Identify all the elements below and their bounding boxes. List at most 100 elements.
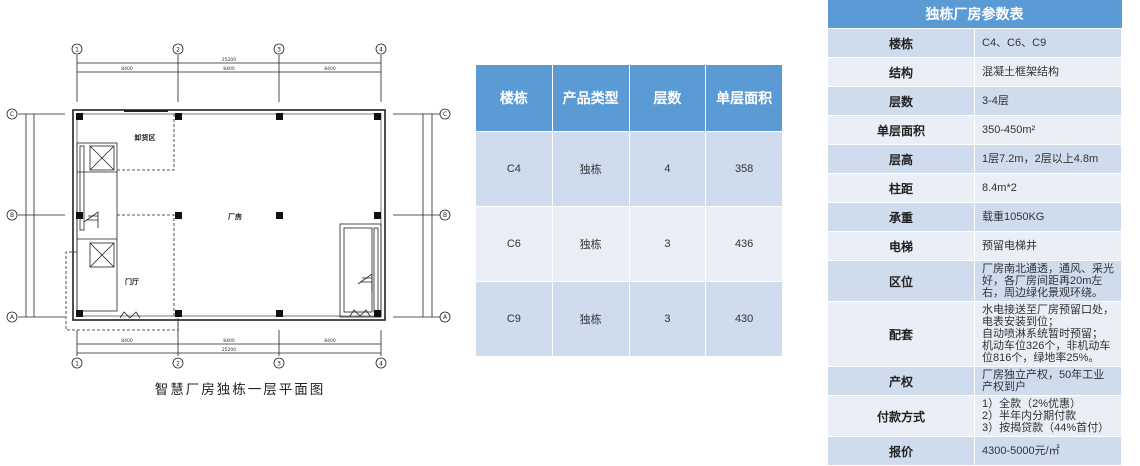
param-value: 厂房独立产权，50年工业产权到户 bbox=[974, 366, 1122, 396]
svg-text:25200: 25200 bbox=[222, 57, 236, 63]
param-value: 1层7.2m，2层以上4.8m bbox=[974, 144, 1122, 174]
svg-text:25200: 25200 bbox=[222, 347, 236, 353]
axis-lines-x bbox=[76, 55, 382, 356]
svg-text:3: 3 bbox=[277, 47, 281, 54]
param-value: 混凝土框架结构 bbox=[974, 57, 1122, 87]
entrance-door bbox=[119, 311, 141, 319]
room-lobby: 门厅 bbox=[125, 277, 139, 286]
param-row: 电梯预留电梯井 bbox=[827, 231, 1122, 261]
cell-floors: 4 bbox=[628, 131, 707, 207]
cell-building: C6 bbox=[475, 206, 553, 282]
cell-area: 436 bbox=[705, 206, 783, 282]
param-value: 3-4层 bbox=[974, 86, 1122, 116]
cell-area: 358 bbox=[705, 131, 783, 207]
axis-label-1t: 1 bbox=[75, 47, 79, 54]
svg-text:8400: 8400 bbox=[223, 338, 235, 344]
param-table-title: 独栋厂房参数表 bbox=[827, 0, 1122, 29]
param-key: 区位 bbox=[827, 260, 975, 302]
table-row: C6 独栋 3 436 bbox=[475, 206, 783, 282]
svg-text:8400: 8400 bbox=[121, 338, 133, 344]
svg-text:8400: 8400 bbox=[324, 66, 336, 72]
building-table: 楼栋 产品类型 层数 单层面积 C4 独栋 4 358 C6 独栋 3 436 … bbox=[475, 64, 783, 357]
param-line: 1）全款（2%优惠） bbox=[982, 398, 1082, 410]
param-value: C4、C6、C9 bbox=[974, 28, 1122, 58]
table-row: C9 独栋 3 430 bbox=[475, 281, 783, 357]
cell-building: C4 bbox=[475, 131, 553, 207]
param-key: 楼栋 bbox=[827, 28, 975, 58]
cell-floors: 3 bbox=[628, 281, 707, 357]
building-table-header: 楼栋 产品类型 层数 单层面积 bbox=[475, 64, 783, 132]
floor-plan-title: 智慧厂房独栋一层平面图 bbox=[154, 382, 326, 398]
room-unloading: 卸货区 bbox=[135, 133, 156, 142]
header-product-type: 产品类型 bbox=[551, 64, 630, 132]
param-key: 层数 bbox=[827, 86, 975, 116]
room-factory: 厂房 bbox=[228, 212, 242, 221]
param-key: 层高 bbox=[827, 144, 975, 174]
param-key: 电梯 bbox=[827, 231, 975, 261]
floor-plan: 1 2 3 4 1 2 3 4 C B A C B A 25200 8400 8400 8400 840… bbox=[0, 0, 460, 437]
stairs-right bbox=[357, 273, 373, 292]
svg-text:8400: 8400 bbox=[324, 338, 336, 344]
svg-text:8400: 8400 bbox=[121, 66, 133, 72]
param-row: 付款方式 1）全款（2%优惠） 2）半年内分期付款 3）按揭贷款（44%首付） bbox=[827, 395, 1122, 437]
param-row: 区位厂房南北通透，通风、采光好，各厂房间距再20m左右，周边绿化景观环绕。 bbox=[827, 260, 1122, 302]
param-line: 自动喷淋系统暂时预留； bbox=[982, 328, 1103, 340]
param-key: 配套 bbox=[827, 301, 975, 367]
param-row: 产权厂房独立产权，50年工业产权到户 bbox=[827, 366, 1122, 396]
param-value: 4300-5000元/㎡ bbox=[974, 436, 1122, 466]
cell-area: 430 bbox=[705, 281, 783, 357]
svg-text:8400: 8400 bbox=[223, 66, 235, 72]
svg-text:4: 4 bbox=[379, 47, 383, 54]
svg-text:C: C bbox=[10, 111, 14, 118]
param-value: 预留电梯井 bbox=[974, 231, 1122, 261]
param-line: 3）按揭贷款（44%首付） bbox=[982, 422, 1110, 434]
axis-lines-y bbox=[18, 113, 440, 318]
svg-text:A: A bbox=[443, 314, 448, 321]
header-floor-area: 单层面积 bbox=[705, 64, 783, 132]
svg-text:2: 2 bbox=[176, 47, 180, 54]
param-key: 承重 bbox=[827, 202, 975, 232]
floor-plan-drawing: 1 2 3 4 1 2 3 4 C B A C B A 25200 8400 8400 8400 840… bbox=[6, 43, 451, 369]
param-line: 水电接送至厂房预留口处，电表安装到位； bbox=[982, 304, 1114, 328]
svg-text:3: 3 bbox=[277, 361, 281, 368]
cell-floors: 3 bbox=[628, 206, 707, 282]
param-row: 承重载重1050KG bbox=[827, 202, 1122, 232]
stair-door bbox=[349, 309, 371, 317]
svg-text:1: 1 bbox=[75, 361, 79, 368]
stairs-left bbox=[83, 211, 99, 228]
param-line: 2）半年内分期付款 bbox=[982, 410, 1077, 422]
cell-building: C9 bbox=[475, 281, 553, 357]
param-line: 机动车位326个，非机动车位816个，绿地率25%。 bbox=[982, 340, 1111, 364]
param-key: 单层面积 bbox=[827, 115, 975, 145]
header-building: 楼栋 bbox=[475, 64, 553, 132]
header-floors: 层数 bbox=[628, 64, 707, 132]
param-value: 350-450m² bbox=[974, 115, 1122, 145]
param-value: 8.4m*2 bbox=[974, 173, 1122, 203]
svg-text:4: 4 bbox=[379, 361, 383, 368]
core-left bbox=[76, 142, 118, 312]
svg-text:2: 2 bbox=[176, 361, 180, 368]
param-key: 报价 bbox=[827, 436, 975, 466]
cell-type: 独栋 bbox=[551, 206, 630, 282]
param-key: 结构 bbox=[827, 57, 975, 87]
outer-wall bbox=[72, 109, 386, 321]
param-key: 柱距 bbox=[827, 173, 975, 203]
svg-text:C: C bbox=[443, 111, 447, 118]
cell-type: 独栋 bbox=[551, 131, 630, 207]
param-row: 结构混凝土框架结构 bbox=[827, 57, 1122, 87]
dashed-zones bbox=[65, 114, 179, 331]
svg-text:B: B bbox=[10, 212, 14, 219]
param-value: 1）全款（2%优惠） 2）半年内分期付款 3）按揭贷款（44%首付） bbox=[974, 395, 1122, 437]
svg-text:A: A bbox=[10, 314, 15, 321]
svg-text:B: B bbox=[443, 212, 447, 219]
cell-type: 独栋 bbox=[551, 281, 630, 357]
param-key: 付款方式 bbox=[827, 395, 975, 437]
elevator-1 bbox=[89, 145, 115, 171]
